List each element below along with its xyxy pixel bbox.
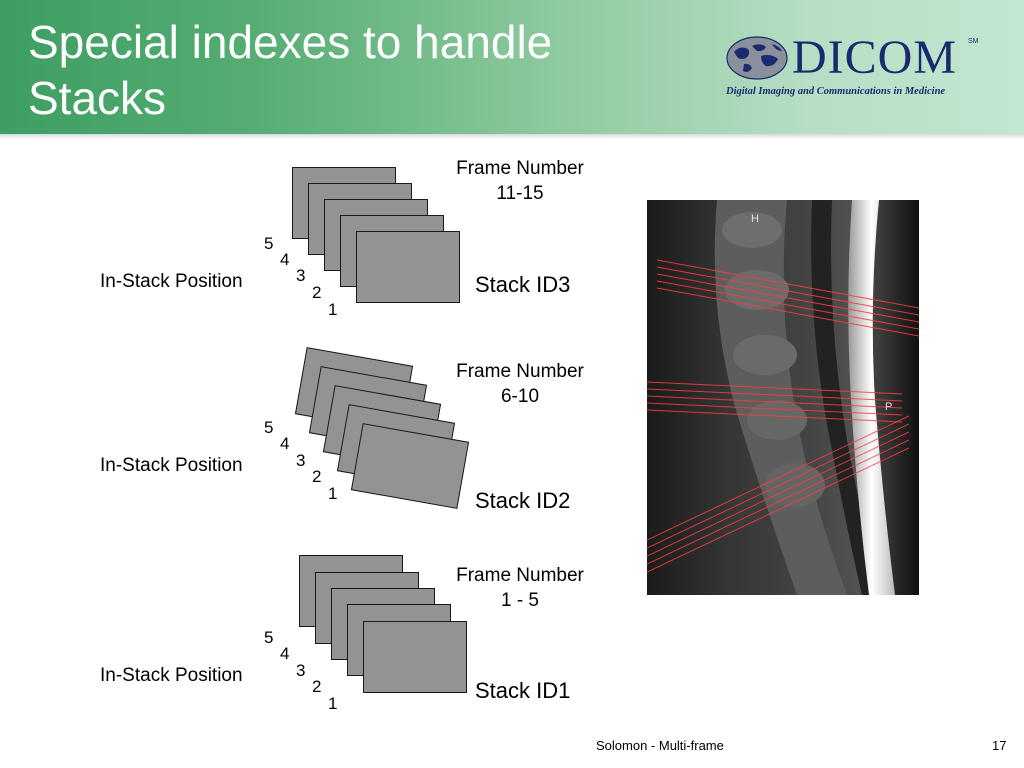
frame-number-label: Frame Number 11-15 [456, 158, 584, 204]
position-number: 2 [312, 467, 322, 486]
in-stack-position-label: In-Stack Position [100, 271, 243, 292]
title-line-1: Special indexes to handle [28, 16, 553, 68]
stack-id-label: Stack ID1 [475, 678, 571, 703]
frame-sheet [356, 231, 460, 303]
position-number: 1 [328, 300, 338, 319]
logo-service-mark: SM [968, 38, 979, 45]
logo-tagline: Digital Imaging and Communications in Me… [726, 86, 946, 97]
logo-wordmark: DICOM [792, 31, 958, 84]
position-number: 4 [280, 250, 290, 269]
position-number: 2 [312, 677, 322, 696]
frame-range: 11-15 [496, 183, 544, 204]
position-number: 1 [328, 694, 338, 713]
position-number: 3 [296, 661, 306, 680]
position-number: 1 [328, 484, 338, 503]
frame-range: 1 - 5 [500, 590, 540, 611]
position-number: 5 [264, 418, 274, 437]
footer-text: Solomon - Multi-frame [596, 738, 724, 753]
frame-number-label: Frame Number 6-10 [456, 361, 584, 407]
position-number: 2 [312, 283, 322, 302]
mri-scout-image: H P [647, 200, 919, 595]
position-number: 4 [280, 644, 290, 663]
position-number: 3 [296, 266, 306, 285]
stack-id-label: Stack ID2 [475, 488, 571, 513]
title-line-2: Stacks [28, 72, 167, 124]
globe-icon [726, 36, 788, 80]
frame-sheet [363, 621, 467, 693]
page-number: 17 [992, 738, 1007, 753]
in-stack-position-label: In-Stack Position [100, 665, 243, 686]
slide-title: Special indexes to handle Stacks [28, 14, 668, 126]
mri-marker-h: H [751, 213, 759, 225]
frame-range: 6-10 [500, 386, 540, 407]
header-divider [0, 134, 1024, 139]
position-number: 5 [264, 234, 274, 253]
in-stack-position-label: In-Stack Position [100, 455, 243, 476]
frame-number-label: Frame Number 1 - 5 [456, 565, 584, 611]
position-number: 4 [280, 434, 290, 453]
stack-id-label: Stack ID3 [475, 272, 571, 297]
dicom-logo: DICOM SM Digital Imaging and Communicati… [722, 30, 992, 110]
position-number: 3 [296, 451, 306, 470]
slide-header [0, 0, 1024, 134]
position-number: 5 [264, 628, 274, 647]
mri-marker-p: P [885, 401, 892, 413]
